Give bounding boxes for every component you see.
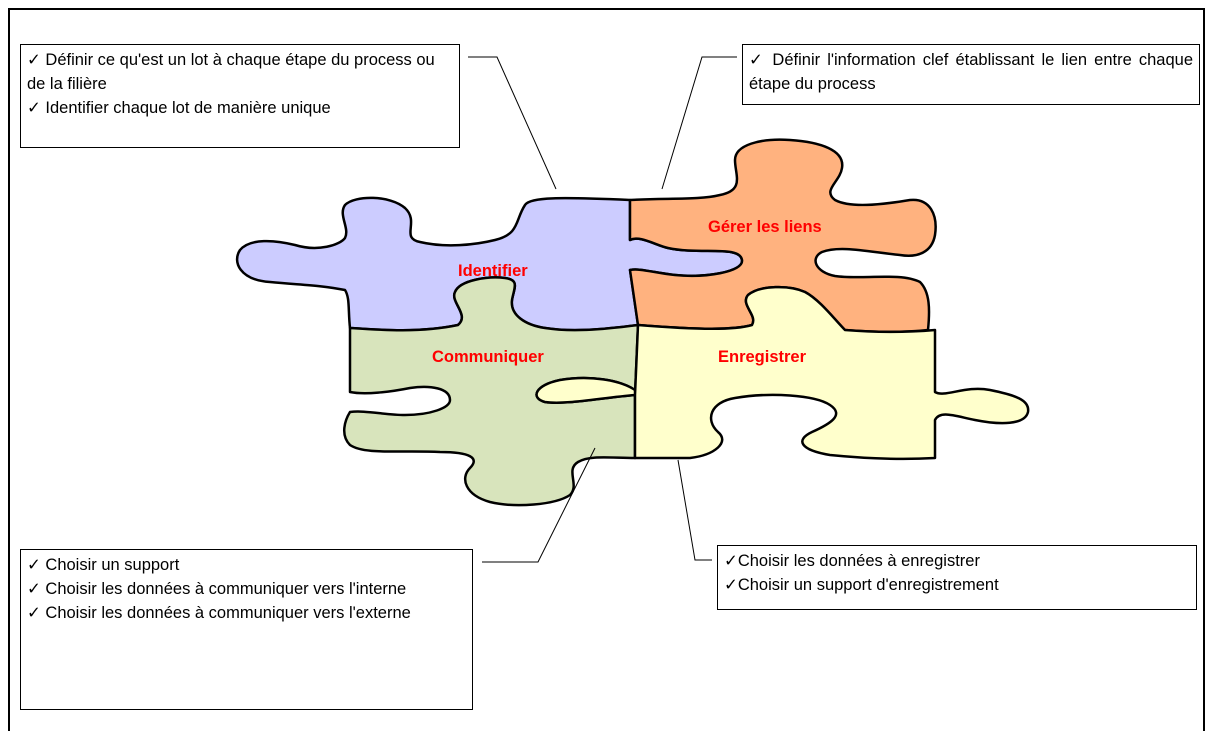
puzzle-piece-links <box>628 138 937 334</box>
piece-label-links: Gérer les liens <box>708 218 822 236</box>
puzzle-piece-communicate <box>343 276 640 507</box>
note-item: ✓ Définir l'information clef établissant… <box>749 51 1193 93</box>
note-item: ✓ Choisir les données à communiquer vers… <box>27 604 411 622</box>
piece-label-record: Enregistrer <box>718 348 807 366</box>
note-item: ✓ Choisir les données à communiquer vers… <box>27 580 407 598</box>
note-item: ✓ Identifier chaque lot de manière uniqu… <box>27 99 331 117</box>
piece-label-communicate: Communiquer <box>432 348 544 366</box>
note-communicate: ✓ Choisir un support ✓ Choisir les donné… <box>20 549 473 710</box>
note-record: ✓Choisir les données à enregistrer ✓Choi… <box>717 545 1197 610</box>
note-item: ✓ Choisir un support <box>27 556 180 574</box>
connector-line-communicate <box>482 447 596 563</box>
connector-line-record <box>677 459 712 561</box>
note-item: ✓Choisir un support d'enregistrement <box>724 576 999 594</box>
note-item: ✓ Définir ce qu'est un lot à chaque étap… <box>27 51 435 93</box>
piece-label-identifier: Identifier <box>458 262 528 280</box>
note-links: ✓ Définir l'information clef établissant… <box>742 44 1200 105</box>
note-identifier: ✓ Définir ce qu'est un lot à chaque étap… <box>20 44 460 148</box>
connector-line-links <box>661 56 737 190</box>
diagram-frame <box>8 8 1205 731</box>
connector-line-identifier <box>468 56 557 190</box>
note-item: ✓Choisir les données à enregistrer <box>724 552 980 570</box>
puzzle-piece-record <box>535 285 1030 461</box>
